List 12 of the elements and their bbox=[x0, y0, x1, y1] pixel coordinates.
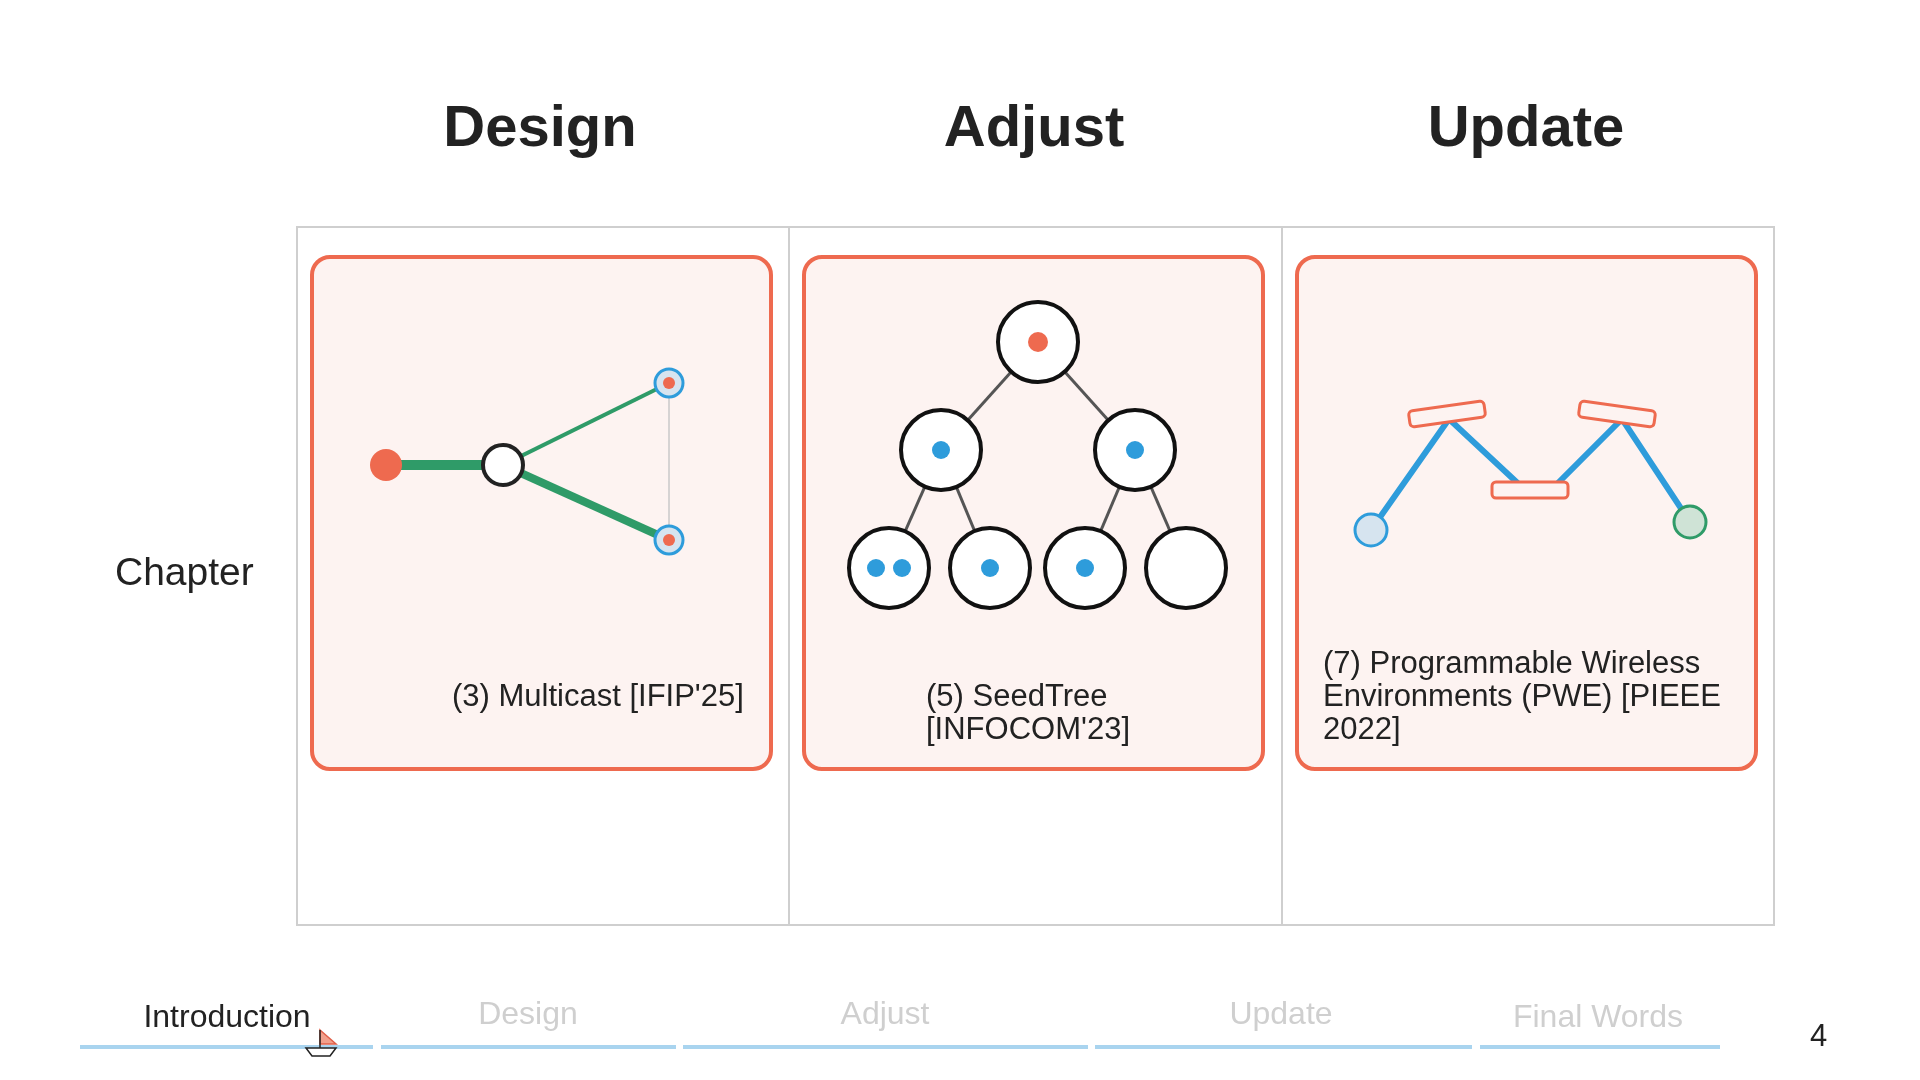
row-heading: Chapter bbox=[115, 550, 254, 594]
column-heading: Design bbox=[443, 92, 637, 159]
nav-item: Introduction bbox=[143, 998, 311, 1035]
card-caption: (3) Multicast [IFIP'25] bbox=[452, 679, 745, 712]
card bbox=[802, 255, 1265, 771]
card-caption: (5) SeedTree [INFOCOM'23] bbox=[926, 679, 1131, 745]
card-caption: (7) Programmable Wireless Environments (PWE) [PIEEE 2022] bbox=[1323, 646, 1722, 745]
page-number: 4 bbox=[1810, 1018, 1828, 1054]
card bbox=[1295, 255, 1758, 771]
card bbox=[310, 255, 773, 771]
column-heading: Update bbox=[1427, 92, 1625, 159]
column-heading: Adjust bbox=[943, 92, 1125, 159]
